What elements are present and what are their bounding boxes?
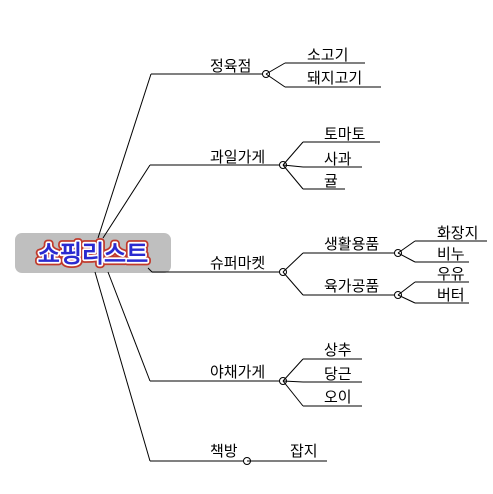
leaf-magazine[interactable]: 잡지: [290, 442, 318, 460]
branch-butcher-label: 정육점: [210, 57, 251, 75]
leaf-pork[interactable]: 돼지고기: [307, 69, 362, 87]
root-connector-veg: [107, 271, 151, 382]
connector: [282, 252, 304, 273]
branch-bookstore[interactable]: 책방 잡지: [150, 442, 327, 465]
connector: [265, 62, 286, 75]
leaf-tissue[interactable]: 화장지: [437, 224, 478, 242]
sub-household[interactable]: 생활용품: [324, 235, 379, 253]
sub-processed[interactable]: 육가공품: [324, 277, 379, 295]
leaf-cucumber[interactable]: 오이: [324, 388, 352, 406]
root-connector-super: [147, 267, 153, 273]
leaf-soap[interactable]: 비누: [437, 245, 465, 263]
connector: [282, 141, 304, 166]
connector: [282, 358, 304, 382]
root-label: 쇼핑리스트: [38, 240, 148, 268]
branch-veg-label: 야채가게: [210, 363, 265, 381]
leaf-tangerine[interactable]: 귤: [324, 172, 338, 190]
leaf-lettuce[interactable]: 상추: [324, 341, 352, 359]
branch-super-label: 슈퍼마켓: [210, 254, 265, 272]
connector: [282, 164, 304, 190]
branch-butcher[interactable]: 정육점 소고기 돼지고기: [151, 46, 381, 88]
root-box: [15, 233, 171, 273]
leaf-tomato[interactable]: 토마토: [324, 125, 366, 143]
leaf-apple[interactable]: 사과: [324, 150, 352, 168]
leaf-carrot[interactable]: 당근: [324, 365, 352, 383]
connector: [282, 380, 304, 407]
leaf-beef[interactable]: 소고기: [307, 46, 348, 64]
connector: [282, 271, 304, 296]
branch-book-label: 책방: [210, 442, 238, 460]
root-label-flame: 쇼핑리스트: [38, 240, 148, 268]
root-node[interactable]: 쇼핑리스트 쇼핑리스트 쇼핑리스트: [15, 233, 171, 273]
connector: [397, 252, 416, 263]
connector: [397, 294, 416, 304]
connector: [265, 73, 286, 88]
branch-supermarket[interactable]: 슈퍼마켓 생활용품 화장지 비누 육가공품 우유 버터: [152, 224, 487, 304]
leaf-milk[interactable]: 우유: [437, 265, 465, 283]
connector: [397, 281, 416, 296]
connector: [282, 164, 304, 168]
root-connector-meat: [97, 73, 152, 239]
root-connector-fruit: [102, 164, 151, 239]
connector: [282, 380, 304, 383]
branch-vegetable-shop[interactable]: 야채가게 상추 당근 오이: [150, 341, 362, 407]
branch-fruit-label: 과일가게: [210, 148, 265, 166]
connector: [397, 240, 416, 254]
leaf-butter[interactable]: 버터: [437, 286, 465, 304]
branch-fruit-shop[interactable]: 과일가게 토마토 사과 귤: [150, 125, 380, 190]
root-connector-book: [94, 271, 151, 462]
root-label-halo: 쇼핑리스트: [38, 240, 148, 268]
